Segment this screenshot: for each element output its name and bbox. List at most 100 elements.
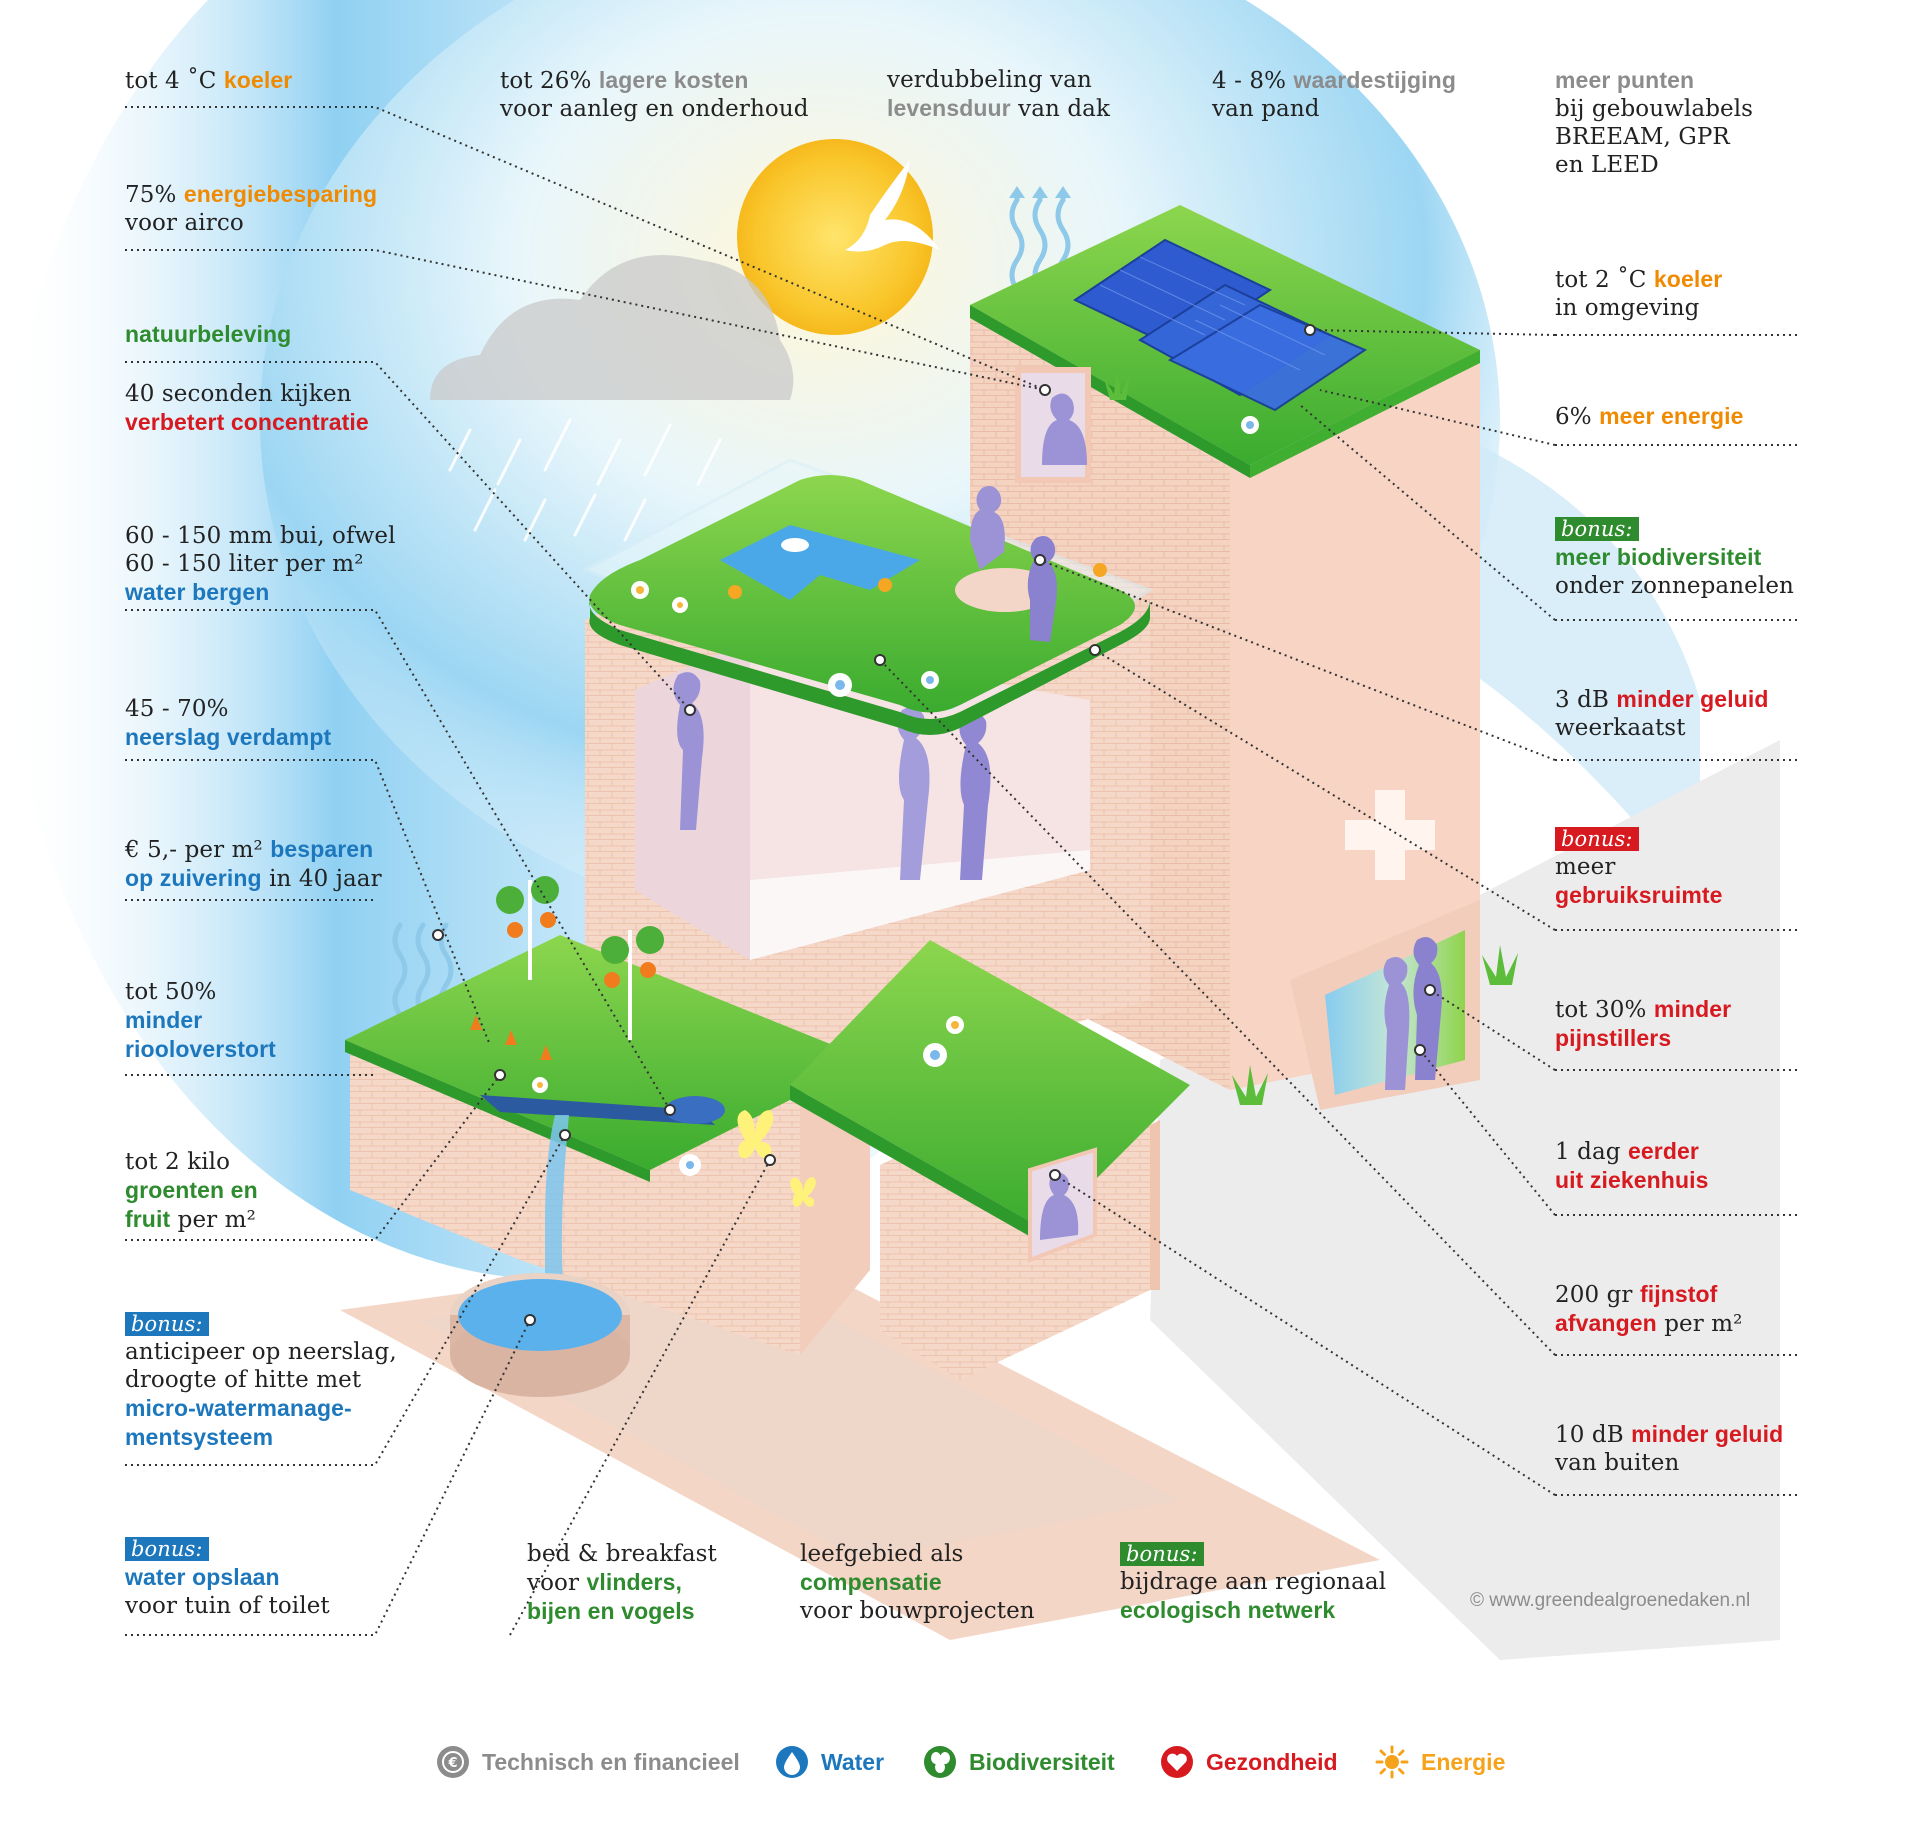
label-underlines (125, 106, 1800, 1636)
flowers (532, 416, 1259, 1176)
label-keyword: besparen (270, 836, 374, 862)
label-text: in 40 jaar (261, 866, 382, 892)
legend-biodiversiteit: Biodiversiteit (923, 1745, 1115, 1779)
label-fijnstof: 200 gr fijnstof afvangen per m² (1555, 1280, 1742, 1338)
bonus-badge: bonus: (1120, 1542, 1204, 1566)
label-keyword: energiebesparing (183, 181, 378, 207)
label-keyword: meer biodiversiteit (1555, 544, 1762, 570)
label-koeler-2: tot 2 ˚C koeler in omgeving (1555, 265, 1722, 322)
label-keyword: ecologisch netwerk (1120, 1597, 1336, 1623)
label-keyword: verbetert concentratie (125, 409, 369, 435)
euro-icon: € (437, 1746, 469, 1778)
label-text: tot 2 ˚C (1555, 267, 1654, 293)
water-drop-icon (776, 1746, 808, 1778)
label-text: tot 2 kilo (125, 1149, 231, 1175)
label-text: BREEAM, GPR (1555, 124, 1730, 150)
svg-text:€: € (447, 1756, 457, 1771)
label-text: € 5,- per m² (125, 837, 271, 863)
person-handshake-2 (959, 712, 991, 880)
label-keyword: water bergen (125, 579, 270, 605)
label-text: tot 26% (500, 68, 599, 94)
label-text: 6% (1555, 404, 1600, 430)
label-keyword: waardestijging (1293, 67, 1456, 93)
label-gebruiksruimte-bonus: bonus: meer gebruiksruimte (1555, 825, 1723, 910)
label-keyword: compensatie (800, 1569, 942, 1595)
label-text: leefgebied als (800, 1541, 964, 1567)
label-text: 45 - 70% (125, 696, 229, 722)
legend-label: Technisch en financieel (482, 1748, 740, 1775)
label-keyword: op zuivering (125, 865, 262, 891)
label-levensduur: verdubbeling van levensduur van dak (887, 66, 1110, 123)
label-keyword: koeler (223, 67, 293, 93)
legend-water: Water (775, 1745, 884, 1779)
bonus-badge: bonus: (125, 1312, 209, 1336)
solar-panels (1072, 238, 1368, 412)
person-inside-left (673, 672, 704, 830)
label-ziekenhuis: 1 dag eerder uit ziekenhuis (1555, 1137, 1708, 1195)
label-keyword: mentsysteem (125, 1424, 274, 1450)
label-text: 3 dB (1555, 687, 1617, 713)
label-text: 60 - 150 liter per m² (125, 551, 364, 577)
label-energiebesparing: 75% energiebesparing voor airco (125, 180, 377, 237)
label-keyword: afvangen (1555, 1310, 1657, 1336)
label-text: 60 - 150 mm bui, ofwel (125, 523, 396, 549)
vegetable-garden (470, 876, 664, 1060)
label-text: tot 50% (125, 979, 217, 1005)
label-concentratie: 40 seconden kijken verbetert concentrati… (125, 380, 369, 437)
label-micro-watermanagement: bonus: anticipeer op neerslag, droogte o… (125, 1310, 397, 1452)
label-water-opslaan: bonus: water opslaan voor tuin of toilet (125, 1535, 330, 1620)
label-text: tot 30% (1555, 997, 1654, 1023)
label-lagere-kosten: tot 26% lagere kosten voor aanleg en ond… (500, 66, 809, 123)
label-keyword: koeler (1653, 266, 1723, 292)
label-keyword: micro-watermanage- (125, 1395, 352, 1421)
label-text: bed & breakfast (527, 1541, 717, 1567)
copyright: © www.greendealgroenedaken.nl (1470, 1590, 1751, 1611)
label-text: bij gebouwlabels (1555, 96, 1754, 122)
label-keyword: water opslaan (125, 1564, 280, 1590)
sun-icon (1375, 1745, 1409, 1779)
cross-sign (1345, 790, 1435, 880)
label-text: voor aanleg en onderhoud (500, 96, 809, 122)
label-zuivering: € 5,- per m² besparen op zuivering in 40… (125, 835, 382, 893)
label-text: en LEED (1555, 152, 1659, 178)
bird-icon (845, 160, 940, 252)
label-text: anticipeer op neerslag, (125, 1339, 397, 1365)
label-text: 1 dag (1555, 1139, 1629, 1165)
label-text: onder zonnepanelen (1555, 573, 1794, 599)
label-text: in omgeving (1555, 295, 1700, 321)
label-keyword: lagere kosten (598, 67, 749, 93)
tower-building (970, 205, 1480, 1110)
label-ecologisch-netwerk: bonus: bijdrage aan regionaal ecologisch… (1120, 1540, 1386, 1625)
person-window-top (1042, 393, 1087, 465)
legend-label: Biodiversiteit (969, 1748, 1115, 1775)
label-keyword: gebruiksruimte (1555, 882, 1723, 908)
label-keyword: meer punten (1555, 67, 1695, 93)
person-house-window (1040, 1172, 1079, 1240)
label-keyword: pijnstillers (1555, 1025, 1672, 1051)
label-riooloverstort: tot 50% minder riooloverstort (125, 978, 276, 1064)
bonus-badge: bonus: (1555, 827, 1639, 851)
leader-dots (432, 324, 1436, 1326)
legend-label: Gezondheid (1206, 1748, 1338, 1775)
person-handshake-1 (897, 707, 930, 880)
label-keyword: natuurbeleving (125, 321, 292, 347)
low-building (345, 876, 870, 1397)
label-text: voor tuin of toilet (125, 1593, 330, 1619)
legend-label: Water (821, 1748, 885, 1775)
label-keyword: levensduur (887, 95, 1011, 121)
label-biodiversiteit-bonus: bonus: meer biodiversiteit onder zonnepa… (1555, 515, 1794, 600)
label-geluid-3db: 3 dB minder geluid weerkaatst (1555, 685, 1768, 742)
person-entrance-1 (1383, 956, 1410, 1090)
label-keyword: groenten en (125, 1177, 258, 1203)
label-meer-energie: 6% meer energie (1555, 402, 1744, 431)
label-text: tot 4 ˚C (125, 68, 224, 94)
label-meer-punten: meer punten bij gebouwlabels BREEAM, GPR… (1555, 66, 1753, 179)
label-text: weerkaatst (1555, 715, 1686, 741)
label-text: meer (1555, 854, 1616, 880)
label-natuurbeleving: natuurbeleving (125, 320, 291, 349)
label-keyword: minder (125, 1007, 203, 1033)
grass-tufts (1104, 370, 1518, 1105)
label-text: 10 dB (1555, 1422, 1632, 1448)
label-keyword: minder (1653, 996, 1732, 1022)
